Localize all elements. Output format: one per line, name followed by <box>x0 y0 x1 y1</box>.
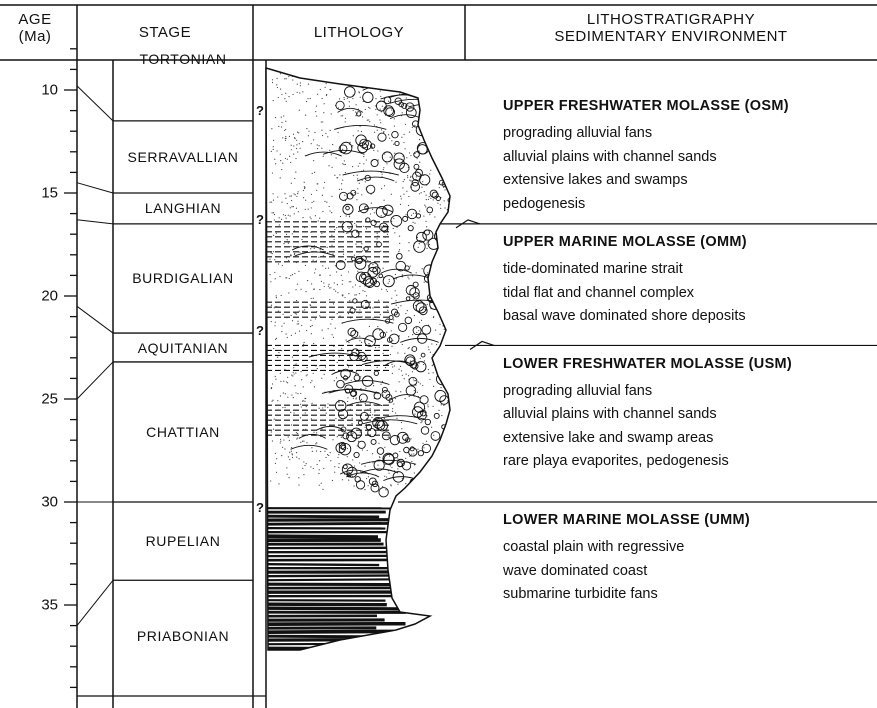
unit-description-line: pedogenesis <box>503 196 585 212</box>
stage-correlation-line <box>77 580 113 625</box>
stage-correlation-line <box>77 86 113 121</box>
age-tick-label: 10 <box>18 82 58 99</box>
age-tick-label: 20 <box>18 288 58 305</box>
unit-description-line: prograding alluvial fans <box>503 125 652 141</box>
stage-correlation-line <box>77 220 113 224</box>
age-tick-label: 30 <box>18 494 58 511</box>
stage-label: BURDIGALIAN <box>113 270 253 286</box>
unit-description-line: extensive lake and swamp areas <box>503 430 713 446</box>
stage-label: CHATTIAN <box>113 424 253 440</box>
unit-description-line: alluvial plains with channel sands <box>503 149 717 165</box>
header-lithology: LITHOLOGY <box>253 24 465 41</box>
stage-label: SERRAVALLIAN <box>113 149 253 165</box>
unit-description-line: alluvial plains with channel sands <box>503 406 717 422</box>
stage-correlation-line <box>77 306 113 333</box>
question-mark: ? <box>256 500 264 515</box>
unit-description-line: wave dominated coast <box>503 563 647 579</box>
question-mark: ? <box>256 323 264 338</box>
stage-correlation-line <box>77 183 113 193</box>
question-mark: ? <box>256 212 264 227</box>
question-mark: ? <box>256 103 264 118</box>
lithology-column <box>266 60 468 660</box>
unit-title: LOWER MARINE MOLASSE (UMM) <box>503 512 750 528</box>
header-environment-line2: SEDIMENTARY ENVIRONMENT <box>465 28 877 45</box>
age-ticks <box>64 49 77 688</box>
unit-title: LOWER FRESHWATER MOLASSE (USM) <box>503 356 792 372</box>
header-age: AGE (Ma) <box>10 11 60 45</box>
unit-title: UPPER FRESHWATER MOLASSE (OSM) <box>503 98 789 114</box>
stage-label: LANGHIAN <box>113 200 253 216</box>
header-environment: LITHOSTRATIGRAPHY SEDIMENTARY ENVIRONMEN… <box>465 11 877 45</box>
age-tick-label: 25 <box>18 391 58 408</box>
stage-label: AQUITANIAN <box>113 340 253 356</box>
unit-description-line: extensive lakes and swamps <box>503 172 688 188</box>
unit-description-line: basal wave dominated shore deposits <box>503 308 746 324</box>
unit-description-line: tide-dominated marine strait <box>503 261 683 277</box>
stage-label: PRIABONIAN <box>113 628 253 644</box>
header-age-line1: AGE <box>10 11 60 28</box>
unit-description-line: submarine turbidite fans <box>503 586 658 602</box>
stage-label: RUPELIAN <box>113 533 253 549</box>
header-environment-line1: LITHOSTRATIGRAPHY <box>465 11 877 28</box>
unit-description-line: tidal flat and channel complex <box>503 285 694 301</box>
stage-label: TORTONIAN <box>113 51 253 67</box>
correlation-lines <box>77 86 113 626</box>
header-age-line2: (Ma) <box>10 28 60 45</box>
age-tick-label: 15 <box>18 185 58 202</box>
unit-title: UPPER MARINE MOLASSE (OMM) <box>503 234 747 250</box>
unit-description-line: coastal plain with regressive <box>503 539 684 555</box>
age-tick-label: 35 <box>18 597 58 614</box>
stage-correlation-line <box>77 362 113 399</box>
unit-description-line: rare playa evaporites, pedogenesis <box>503 453 729 469</box>
unit-description-line: prograding alluvial fans <box>503 383 652 399</box>
header-stage: STAGE <box>77 24 253 41</box>
